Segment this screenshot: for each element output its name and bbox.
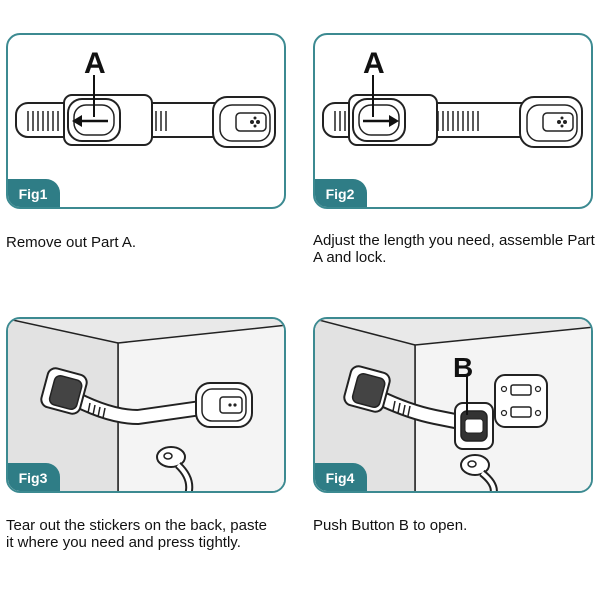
figure-caption-3: Tear out the stickers on the back, paste… <box>6 517 267 551</box>
figure-caption-1: Remove out Part A. <box>6 234 137 251</box>
cabinet-mount-illustration <box>8 319 284 491</box>
figure-badge: Fig4 <box>315 463 367 491</box>
strap-illustration-assemble: A <box>322 47 583 148</box>
figure-badge: Fig1 <box>8 179 60 207</box>
part-a-marker: A <box>84 47 106 80</box>
figure-panel-4: B Fig4 <box>313 317 593 493</box>
figure-panel-2: A Fig2 <box>313 33 593 209</box>
open-lock-illustration: B <box>315 319 591 491</box>
figure-badge: Fig3 <box>8 463 60 491</box>
part-a-marker: A <box>363 47 385 80</box>
figure-caption-4: Push Button B to open. <box>313 517 468 534</box>
button-b-marker: B <box>453 352 473 383</box>
figure-panel-1: A Fig1 <box>6 33 286 209</box>
figure-panel-3: Fig3 <box>6 317 286 493</box>
figure-caption-2: Adjust the length you need, assemble Par… <box>313 232 595 266</box>
strap-illustration-remove: A <box>15 47 276 148</box>
figure-badge: Fig2 <box>315 179 367 207</box>
